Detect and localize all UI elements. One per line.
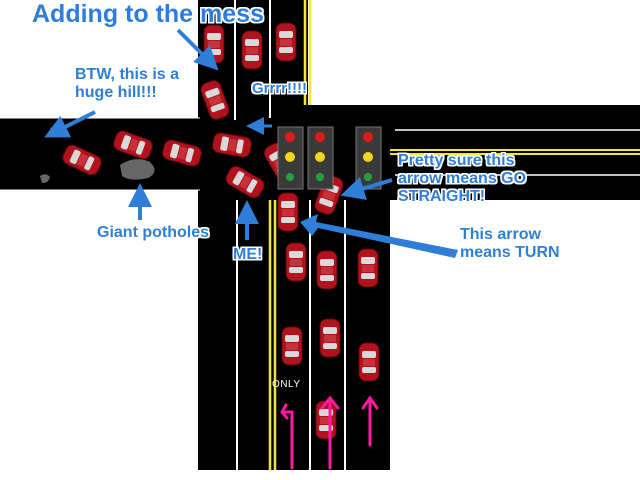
traffic-lights [277,126,382,190]
hill-annotation: BTW, this is a huge hill!!! [75,66,180,101]
me-annotation: ME! [233,246,263,263]
turn-arrow-annotation: This arrow means TURN [460,226,560,261]
traffic-light-icon [277,126,304,190]
lane-arrow-icon [361,395,379,447]
car-icon [285,242,307,282]
car-icon [241,30,263,70]
title-arrow [176,28,219,71]
annotation-arrows [44,28,458,258]
potholes-annotation: Giant potholes [97,224,209,241]
car-icon [281,326,303,366]
car-icon [357,248,379,288]
pothole-icon [40,174,50,184]
car-icon [275,22,297,62]
turn-arrow [300,214,458,258]
title-annotation: Adding to the mess [32,0,264,28]
lane-markings [0,0,640,470]
lane-arrow-icon [280,403,294,470]
only-road-marking: ONLY [272,379,301,390]
car-icon [277,192,299,232]
straight-arrow-annotation: Pretty sure this arrow means GO STRAIGHT… [398,152,527,205]
traffic-light-icon [307,126,334,190]
car-icon [319,318,341,358]
car-icon [316,250,338,290]
lane-arrows [280,395,379,470]
car-icon [315,400,337,440]
traffic-light-icon [355,126,382,190]
hill-arrow [44,110,96,138]
grrr-annotation: Grrrr!!!! [252,80,307,97]
lane-arrow-icon [320,395,340,470]
straight-arrow [340,177,393,201]
car-icon [358,342,380,382]
pothole-icon [120,159,155,180]
